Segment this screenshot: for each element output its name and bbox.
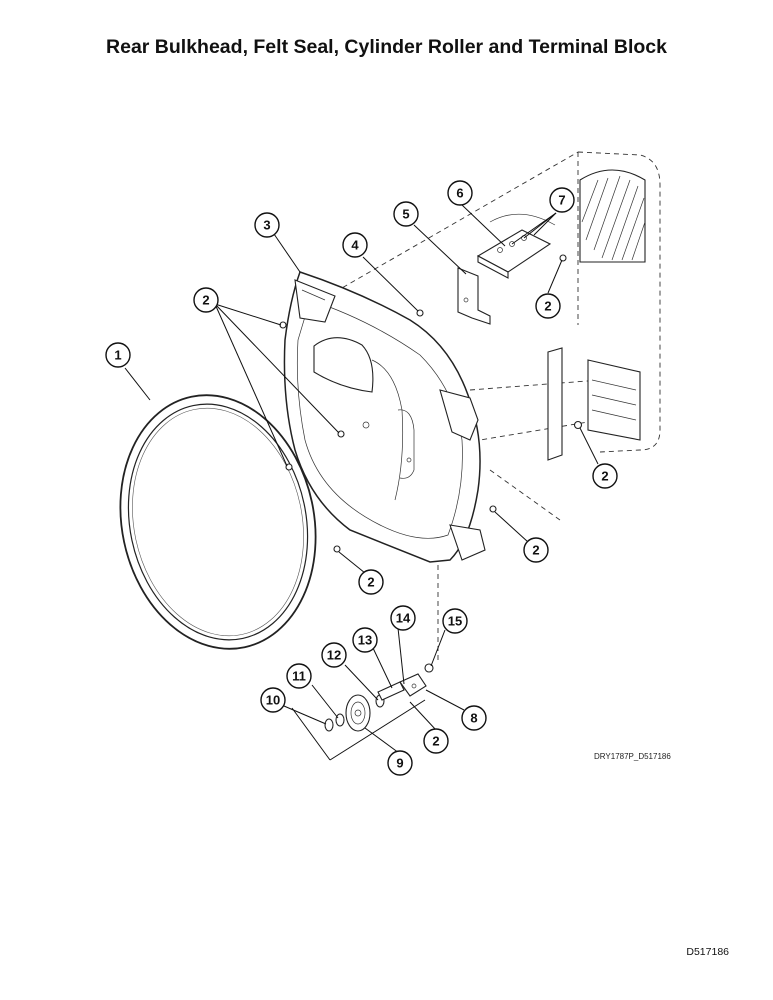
- callout-label: 7: [558, 193, 565, 208]
- callout-2b: 2: [535, 293, 561, 319]
- callout-2e: 2: [358, 569, 384, 595]
- leader-lines: [124, 204, 599, 754]
- rear-bracket: [547, 347, 641, 461]
- callout-12: 12: [321, 642, 347, 668]
- callout-6: 6: [447, 180, 473, 206]
- callout-2c: 2: [592, 463, 618, 489]
- callout-label: 2: [367, 575, 374, 590]
- felt-seal: [119, 394, 317, 650]
- callout-13: 13: [352, 627, 378, 653]
- terminal-block: [476, 213, 556, 279]
- callout-label: 13: [358, 633, 372, 648]
- cylinder-roller-assembly: [291, 565, 439, 761]
- callout-4: 4: [342, 232, 368, 258]
- callout-label: 15: [448, 614, 462, 629]
- callout-label: 4: [351, 238, 359, 253]
- callout-label: 2: [532, 543, 539, 558]
- callout-3: 3: [254, 212, 280, 238]
- callout-label: 6: [456, 186, 463, 201]
- callout-9: 9: [387, 750, 413, 776]
- callout-label: 5: [402, 207, 409, 222]
- callout-label: 2: [601, 469, 608, 484]
- callout-14: 14: [390, 605, 416, 631]
- terminal-block-bracket: [457, 267, 491, 325]
- callout-10: 10: [260, 687, 286, 713]
- callout-label: 9: [396, 756, 403, 771]
- rear-bulkhead: [283, 271, 486, 563]
- callout-2f: 2: [423, 728, 449, 754]
- callout-15: 15: [442, 608, 468, 634]
- callout-label: 10: [266, 693, 280, 708]
- drawing-code: DRY1787P_D517186: [594, 752, 671, 761]
- callout-7: 7: [549, 187, 575, 213]
- page-title: Rear Bulkhead, Felt Seal, Cylinder Rolle…: [106, 36, 667, 58]
- callout-11: 11: [286, 663, 312, 689]
- vent-grille: [579, 169, 646, 263]
- callout-label: 12: [327, 648, 341, 663]
- callout-label: 11: [292, 669, 306, 684]
- callout-label: 1: [114, 348, 121, 363]
- callout-2a: 2: [193, 287, 219, 313]
- screw-hardware: [279, 254, 583, 553]
- callout-2d: 2: [523, 537, 549, 563]
- callout-1: 1: [105, 342, 131, 368]
- callout-label: 2: [432, 734, 439, 749]
- document-code: D517186: [686, 946, 729, 958]
- callout-label: 2: [202, 293, 209, 308]
- callout-label: 8: [470, 711, 477, 726]
- callout-5: 5: [393, 201, 419, 227]
- callout-label: 3: [263, 218, 270, 233]
- callout-label: 2: [544, 299, 551, 314]
- callout-8: 8: [461, 705, 487, 731]
- callout-label: 14: [396, 611, 411, 626]
